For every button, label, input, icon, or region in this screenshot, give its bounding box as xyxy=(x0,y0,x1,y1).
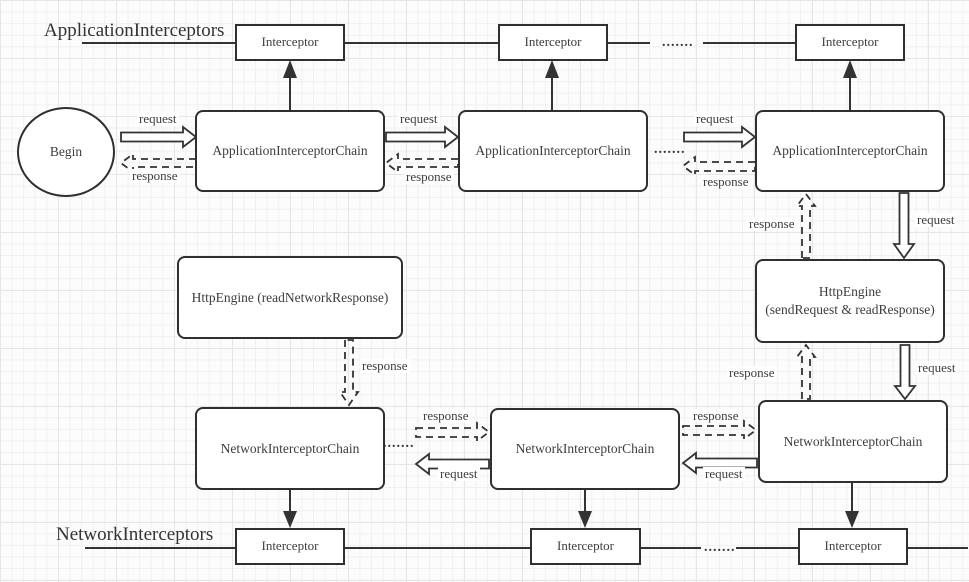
edge-label-request: request xyxy=(703,466,745,482)
arrowhead-up xyxy=(283,60,297,78)
node-interceptor-net-1: Interceptor xyxy=(235,528,345,565)
request-arrow-to-chain3 xyxy=(683,125,757,149)
node-application-interceptor-chain-2: ApplicationInterceptorChain xyxy=(458,110,648,192)
request-arrow-chain3-to-httpengine xyxy=(892,192,916,260)
edge-label-request: request xyxy=(916,360,958,376)
edge-label-response: response xyxy=(727,365,777,381)
node-label: ApplicationInterceptorChain xyxy=(475,143,631,159)
node-interceptor-net-2: Interceptor xyxy=(530,528,641,565)
arrowhead-down xyxy=(845,511,859,528)
edge-label-response: response xyxy=(360,358,410,374)
application-interceptors-title: ApplicationInterceptors xyxy=(44,20,225,41)
node-label: NetworkInterceptorChain xyxy=(783,433,923,449)
response-arrow-netchain1-to-netchain2 xyxy=(415,421,491,443)
response-arrow-netchain2-to-netchain3 xyxy=(682,419,758,441)
node-label: NetworkInterceptorChain xyxy=(220,440,360,456)
node-label: Interceptor xyxy=(821,34,879,50)
arrowhead-down xyxy=(283,511,297,528)
network-interceptors-title: NetworkInterceptors xyxy=(56,524,214,545)
node-http-engine-read: HttpEngine (readNetworkResponse) xyxy=(177,256,403,339)
ellipsis-top-lane: ....... xyxy=(662,35,694,50)
node-label: Begin xyxy=(49,144,83,160)
response-arrow-chain1-to-begin xyxy=(119,152,197,174)
edge-label-response: response xyxy=(691,408,741,424)
node-label: Interceptor xyxy=(261,34,319,50)
node-label: Interceptor xyxy=(261,538,319,554)
node-application-interceptor-chain-3: ApplicationInterceptorChain xyxy=(755,110,945,192)
node-interceptor-app-1: Interceptor xyxy=(235,24,345,61)
response-arrow-httpengineread-to-netchain1 xyxy=(338,339,360,407)
arrowhead-up xyxy=(545,60,559,78)
edge-label-response: response xyxy=(404,169,454,185)
node-label-line2: (sendRequest & readResponse) xyxy=(765,302,935,317)
ellipsis-app-chains: ....... xyxy=(654,142,686,157)
node-label: ApplicationInterceptorChain xyxy=(212,143,368,159)
edge-label-request: request xyxy=(915,212,957,228)
node-interceptor-app-3: Interceptor xyxy=(795,24,905,61)
arrowhead-down xyxy=(578,511,592,528)
node-label: ApplicationInterceptorChain xyxy=(772,143,928,159)
edge-label-response: response xyxy=(701,174,751,190)
node-application-interceptor-chain-1: ApplicationInterceptorChain xyxy=(195,110,385,192)
edge-label-response: response xyxy=(421,408,471,424)
node-interceptor-net-3: Interceptor xyxy=(798,528,908,565)
node-begin: Begin xyxy=(17,107,115,197)
node-network-interceptor-chain-3: NetworkInterceptorChain xyxy=(758,400,948,483)
request-arrow-chain1-to-chain2 xyxy=(385,125,460,149)
edge-label-request: request xyxy=(398,111,440,127)
response-arrow-from-chain3 xyxy=(681,155,756,177)
node-label: Interceptor xyxy=(556,538,615,554)
request-arrow-httpengine-to-netchain3 xyxy=(893,344,917,401)
arrowhead-up xyxy=(843,60,857,78)
node-label-line1: HttpEngine xyxy=(818,284,882,300)
ellipsis-network-chains: ....... xyxy=(383,436,415,451)
edge-label-request: request xyxy=(694,111,736,127)
node-label: Interceptor xyxy=(524,34,582,50)
node-label: Interceptor xyxy=(824,538,882,554)
request-arrow-netchain3-to-netchain2 xyxy=(681,451,758,475)
edge-label-response: response xyxy=(130,168,180,184)
response-arrow-chain2-to-chain1 xyxy=(384,152,459,174)
edge-label-request: request xyxy=(438,466,480,482)
ellipsis-bottom-lane: ....... xyxy=(704,540,736,555)
response-arrow-netchain3-to-httpengine xyxy=(795,343,817,400)
response-arrow-httpengine-to-chain3 xyxy=(795,192,817,259)
node-interceptor-app-2: Interceptor xyxy=(498,24,608,61)
node-http-engine-send: HttpEngine (sendRequest & readResponse) xyxy=(755,259,945,343)
node-label: HttpEngine (readNetworkResponse) xyxy=(191,289,389,305)
node-label: NetworkInterceptorChain xyxy=(515,441,655,457)
request-arrow-begin-to-chain1 xyxy=(120,125,198,149)
edge-label-request: request xyxy=(137,111,179,127)
node-network-interceptor-chain-2: NetworkInterceptorChain xyxy=(490,408,680,490)
node-network-interceptor-chain-1: NetworkInterceptorChain xyxy=(195,407,385,490)
edge-label-response: response xyxy=(747,216,797,232)
